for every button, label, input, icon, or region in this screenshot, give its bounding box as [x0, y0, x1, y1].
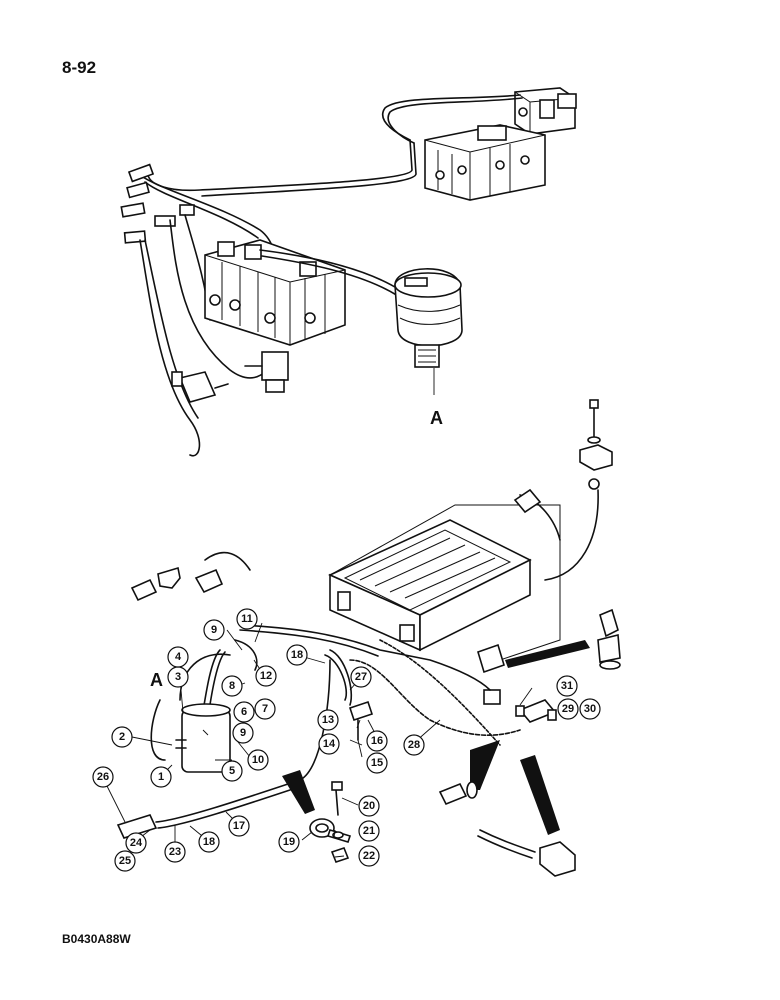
callout-10: 10	[247, 749, 269, 771]
callout-17: 17	[228, 815, 250, 837]
callout-19: 19	[278, 831, 300, 853]
callout-23: 23	[164, 841, 186, 863]
callout-6: 6	[233, 701, 255, 723]
svg-text:6: 6	[241, 706, 247, 718]
svg-text:18: 18	[291, 649, 303, 661]
callout-12: 12	[255, 665, 277, 687]
lower-assembly	[116, 399, 621, 877]
upper-hydraulic-assembly	[120, 87, 577, 457]
upper-control-valve	[424, 124, 546, 201]
callout-9-lower: 9	[232, 722, 254, 744]
svg-text:27: 27	[355, 671, 367, 683]
relay-right	[477, 643, 505, 705]
clip-assembly-right	[515, 699, 557, 723]
svg-text:2: 2	[119, 731, 125, 743]
reference-mark-upper-A: A	[430, 408, 443, 428]
svg-text:25: 25	[119, 855, 131, 867]
callout-11: 11	[236, 608, 258, 630]
svg-text:26: 26	[97, 771, 109, 783]
callout-8: 8	[221, 675, 243, 697]
callout-28: 28	[403, 734, 425, 756]
svg-text:11: 11	[241, 613, 253, 625]
svg-text:7: 7	[262, 703, 268, 715]
callout-26: 26	[92, 766, 114, 788]
callout-27: 27	[350, 666, 372, 688]
svg-text:15: 15	[371, 757, 383, 769]
svg-text:12: 12	[260, 670, 272, 682]
svg-text:19: 19	[283, 836, 295, 848]
svg-text:9: 9	[240, 727, 246, 739]
callout-30: 30	[579, 698, 601, 720]
callout-9-upper: 9	[203, 619, 225, 641]
svg-text:16: 16	[371, 735, 383, 747]
svg-text:30: 30	[584, 703, 596, 715]
callout-1: 1	[150, 766, 172, 788]
svg-text:29: 29	[562, 703, 574, 715]
svg-text:24: 24	[130, 837, 143, 849]
callout-14: 14	[318, 733, 340, 755]
solenoid-small	[244, 351, 289, 393]
callout-5: 5	[221, 760, 243, 782]
svg-text:18: 18	[203, 836, 215, 848]
callout-3: 3	[167, 666, 189, 688]
bolt-clamp-top	[579, 399, 613, 490]
svg-text:3: 3	[175, 671, 181, 683]
controller-box	[328, 519, 532, 652]
svg-text:13: 13	[322, 714, 334, 726]
clamp-13	[348, 700, 374, 741]
upper-fittings-cluster	[120, 163, 195, 244]
diagram-code: B0430A88W	[62, 932, 131, 946]
connector-right	[597, 608, 621, 670]
callout-2: 2	[111, 726, 133, 748]
plug-connector	[438, 781, 478, 806]
callout-20: 20	[358, 795, 380, 817]
svg-text:17: 17	[233, 820, 245, 832]
callout-18-upper: 18	[286, 644, 308, 666]
svg-text:4: 4	[175, 651, 182, 663]
callout-22: 22	[358, 845, 380, 867]
callout-15: 15	[366, 752, 388, 774]
svg-text:10: 10	[252, 754, 264, 766]
pressure-switch	[171, 371, 229, 403]
switch-26	[116, 814, 158, 839]
svg-text:20: 20	[363, 800, 375, 812]
svg-text:8: 8	[229, 680, 235, 692]
svg-text:31: 31	[561, 680, 573, 692]
callout-24: 24	[125, 832, 147, 854]
svg-text:5: 5	[229, 765, 235, 777]
callout-25: 25	[114, 850, 136, 872]
callout-4: 4	[167, 646, 189, 668]
top-right-valve-block	[514, 87, 577, 135]
loose-fittings	[130, 551, 251, 602]
middle-control-valve	[204, 239, 346, 346]
svg-text:23: 23	[169, 846, 181, 858]
callout-13: 13	[317, 709, 339, 731]
callout-29: 29	[557, 698, 579, 720]
svg-text:22: 22	[363, 850, 375, 862]
clamp-19	[309, 781, 352, 863]
reference-mark-lower-A: A	[150, 670, 163, 690]
svg-text:28: 28	[408, 739, 420, 751]
page-number: 8-92	[62, 58, 97, 77]
svg-text:14: 14	[323, 738, 336, 750]
receiver-drier	[175, 703, 231, 773]
callout-21: 21	[358, 820, 380, 842]
svg-text:21: 21	[363, 825, 375, 837]
callout-7: 7	[254, 698, 276, 720]
callout-18-lower: 18	[198, 831, 220, 853]
lower-solenoid	[477, 829, 576, 877]
callout-31: 31	[556, 675, 578, 697]
svg-text:9: 9	[211, 624, 217, 636]
svg-text:1: 1	[158, 771, 164, 783]
callout-16: 16	[366, 730, 388, 752]
swing-brake-unit	[394, 268, 463, 368]
